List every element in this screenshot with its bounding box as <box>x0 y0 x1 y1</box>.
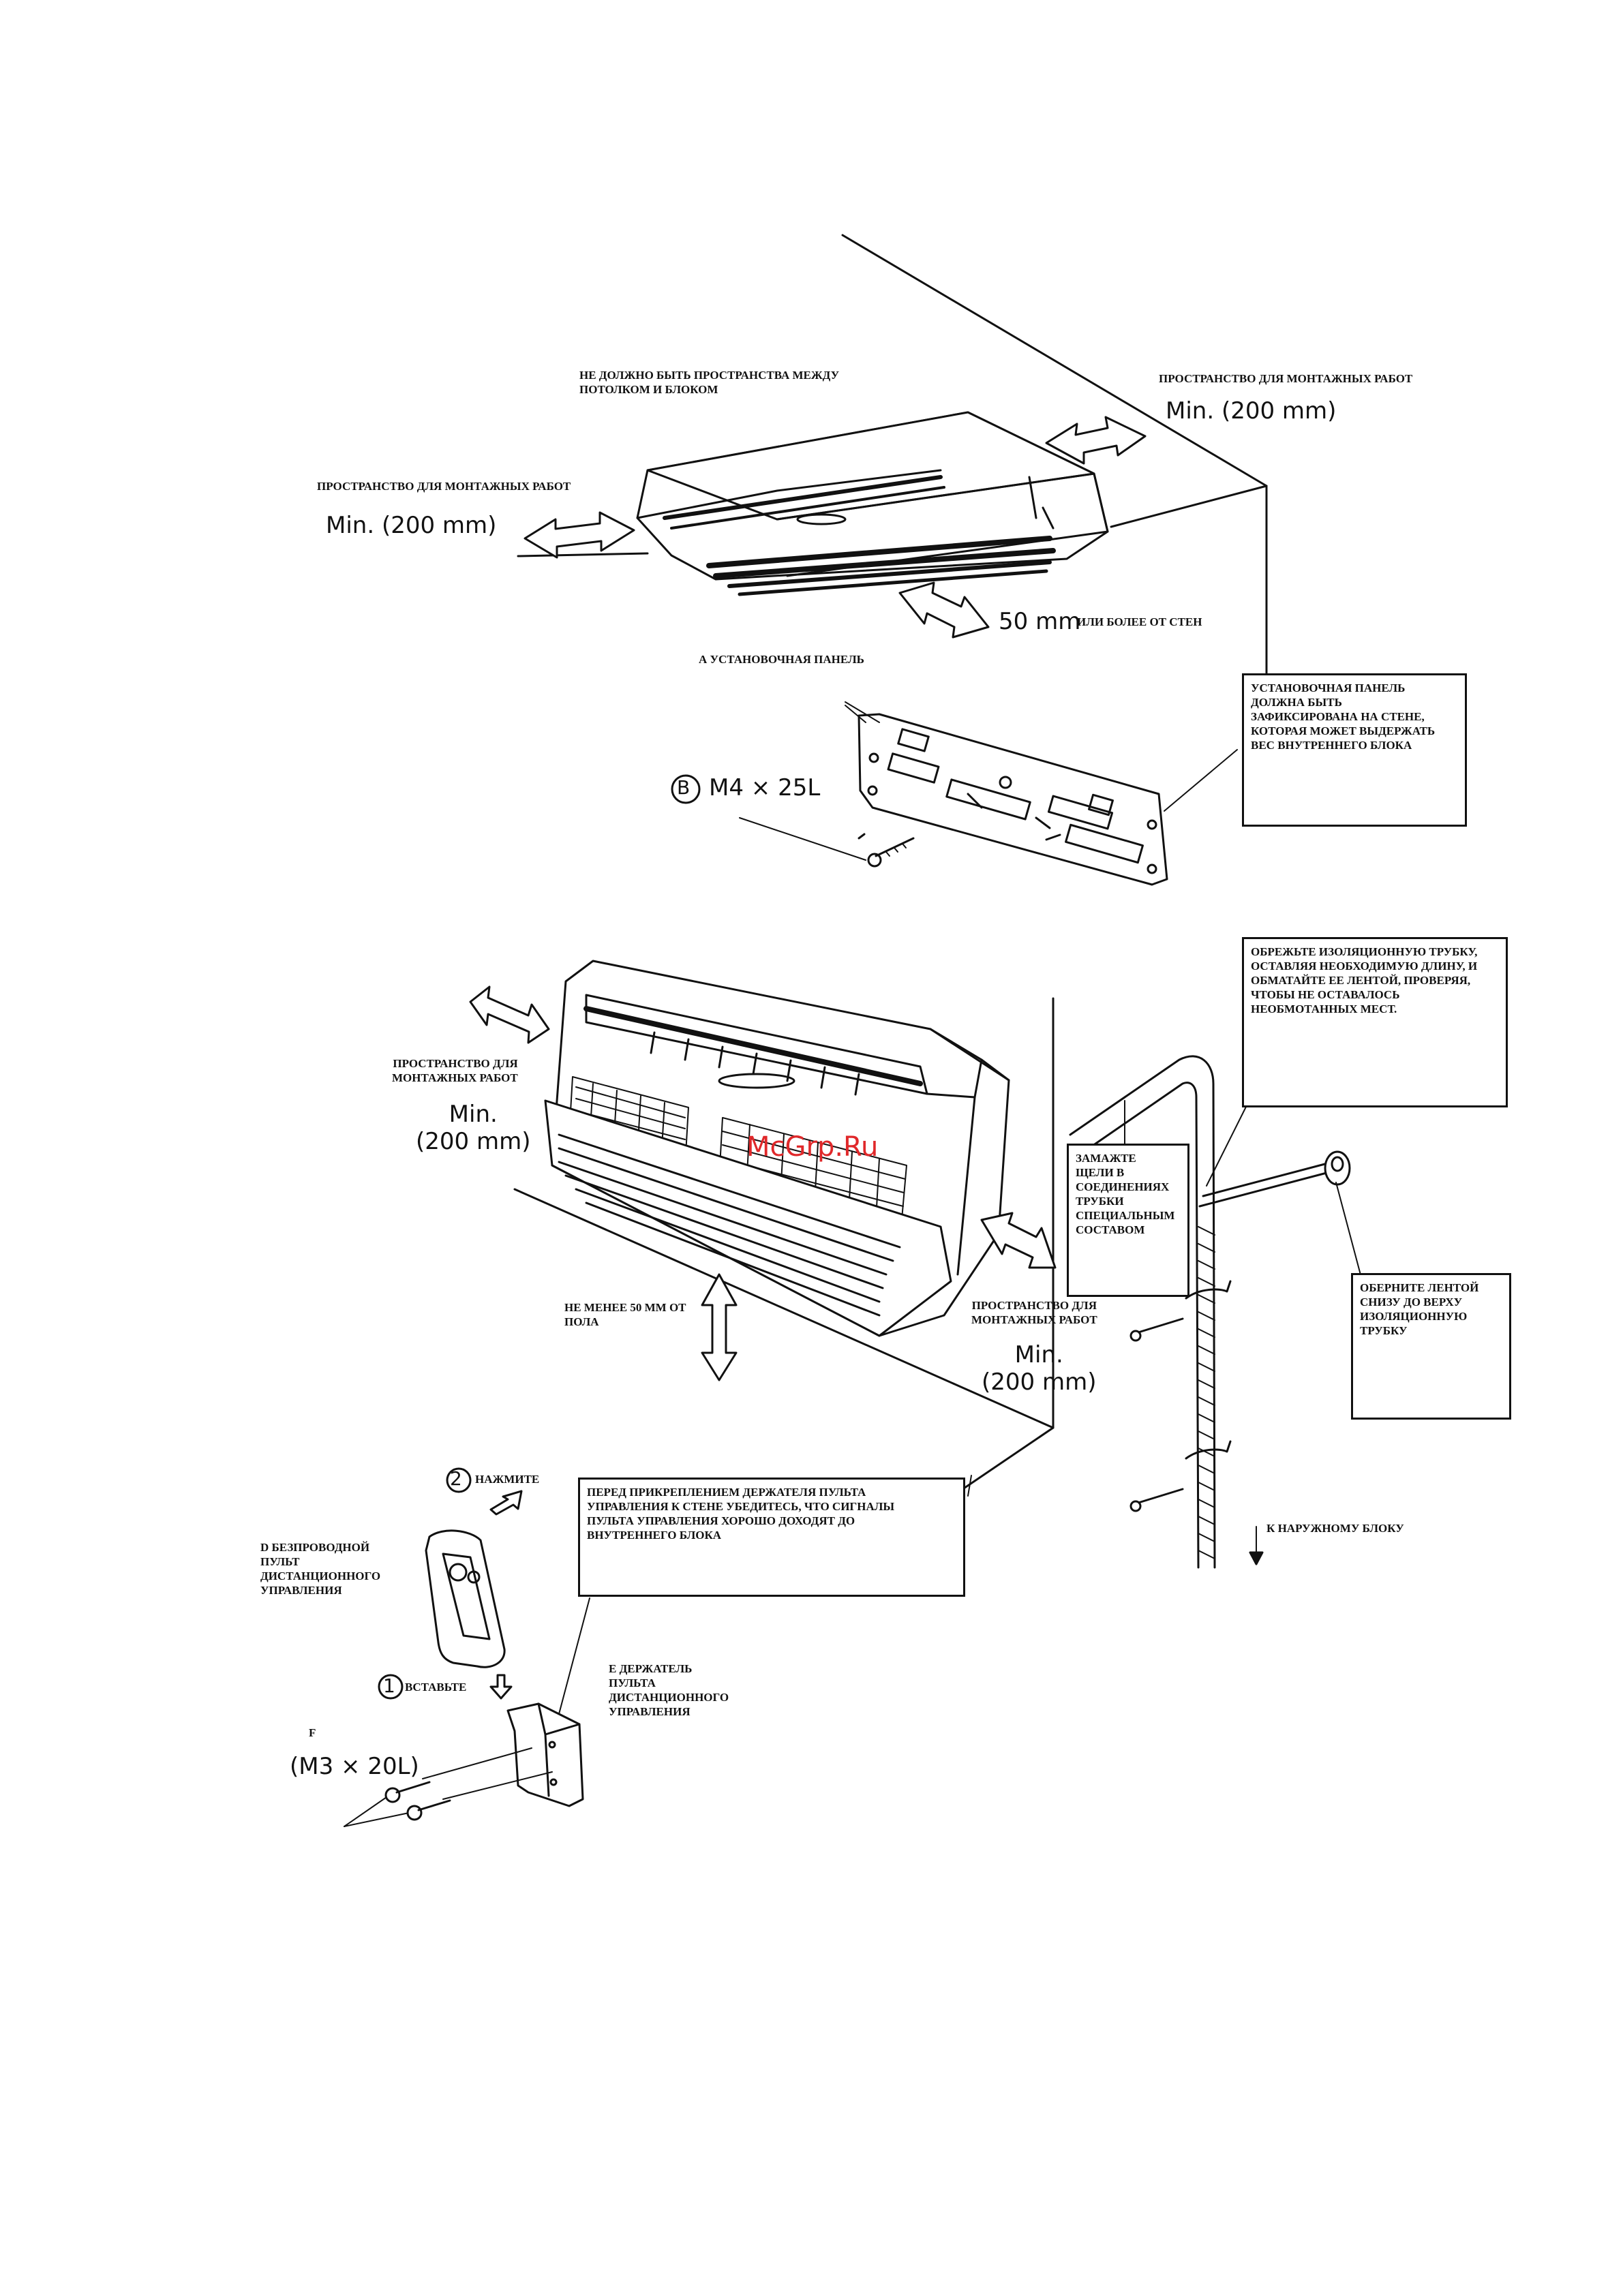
step1-label: ВСТАВЬТЕ <box>405 1681 467 1694</box>
screw-b-letter: B <box>677 776 691 799</box>
min-top-right-label: Min. (200 mm) <box>1166 397 1337 425</box>
min-mid-right-label: Min. (200 mm) <box>982 1341 1097 1396</box>
leader-cut-box <box>1206 1103 1248 1187</box>
wall-unit <box>544 960 1010 1337</box>
clip-screw-lower <box>1129 1488 1184 1512</box>
space-mid-left-label: ПРОСТРАНСТВО ДЛЯ МОНТАЖНЫХ РАБОТ <box>392 1057 518 1084</box>
remote-holder <box>506 1702 584 1807</box>
pipe-wrap <box>1198 1226 1215 1559</box>
double-arrow-top-right <box>1045 416 1147 465</box>
panel-a-label: А УСТАНОВОЧНАЯ ПАНЕЛЬ <box>699 653 864 666</box>
min-top-left-label: Min. (200 mm) <box>326 512 497 539</box>
double-arrow-mid-left <box>469 985 550 1044</box>
leader-holder-box <box>558 1597 590 1715</box>
note-cut-insulation: ОБРЕЖЬТЕ ИЗОЛЯЦИОННУЮ ТРУБКУ, ОСТАВЛЯЯ Н… <box>1242 937 1508 1107</box>
no-gap-label: НЕ ДОЛЖНО БЫТЬ ПРОСТРАНСТВА МЕЖДУ ПОТОЛК… <box>579 369 840 396</box>
gap-50-suffix-label: ИЛИ БОЛЕЕ ОТ СТЕН <box>1077 615 1202 628</box>
note-wrap-tape: ОБЕРНИТЕ ЛЕНТОЙ СНИЗУ ДО ВЕРХУ ИЗОЛЯЦИОН… <box>1351 1273 1511 1420</box>
step2-number: 2 <box>450 1467 462 1490</box>
ceiling-unit <box>636 411 1109 596</box>
space-mid-right-label: ПРОСТРАНСТВО ДЛЯ МОНТАЖНЫХ РАБОТ <box>971 1299 1097 1326</box>
wall-lines-middle <box>513 997 1055 1494</box>
floor-gap-label: НЕ МЕНЕЕ 50 ММ ОТ ПОЛА <box>564 1301 686 1328</box>
screw-b-circle-icon <box>671 774 701 804</box>
step2-label: НАЖМИТЕ <box>475 1473 540 1486</box>
step2-circle-icon <box>446 1467 472 1493</box>
down-arrow-icon <box>1249 1526 1264 1565</box>
remote-d-label: D БЕЗПРОВОДНОЙ ПУЛЬТ ДИСТАНЦИОННОГО УПРА… <box>260 1541 381 1597</box>
arrow-insert-icon <box>489 1674 513 1700</box>
double-arrow-floor <box>701 1273 738 1381</box>
watermark: McGrp.Ru <box>746 1131 879 1163</box>
step1-number: 1 <box>383 1674 395 1697</box>
gap-50-label: 50 mm <box>999 608 1081 635</box>
clip-screw-upper <box>1129 1317 1184 1342</box>
step1-circle-icon <box>378 1674 404 1700</box>
piping <box>1069 1055 1351 1569</box>
note-holder-check: ПЕРЕД ПРИКРЕПЛЕНИЕМ ДЕРЖАТЕЛЯ ПУЛЬТА УПР… <box>578 1478 965 1597</box>
double-arrow-wall-gap <box>898 581 990 639</box>
space-top-right-label: ПРОСТРАНСТВО ДЛЯ МОНТАЖНЫХ РАБОТ <box>1159 372 1413 385</box>
min-mid-left-label: Min. (200 mm) <box>416 1101 531 1155</box>
screws-f-icon <box>344 1747 553 1827</box>
screw-f-size-label: (M3 × 20L) <box>290 1753 419 1780</box>
double-arrow-top-left <box>524 511 635 559</box>
double-arrow-mid-right <box>980 1212 1057 1269</box>
unit-flap <box>544 1099 952 1337</box>
leader-panel-a <box>845 701 880 723</box>
leader-panel-box <box>1164 749 1238 812</box>
screw-b-label: M4 × 25L <box>709 774 821 801</box>
remote-control <box>425 1529 506 1668</box>
to-outdoor-label: К НАРУЖНОМУ БЛОКУ <box>1266 1522 1404 1535</box>
note-panel-fix: УСТАНОВОЧНАЯ ПАНЕЛЬ ДОЛЖНА БЫТЬ ЗАФИКСИР… <box>1242 673 1467 827</box>
leader-wrap-box <box>1335 1182 1363 1281</box>
arrow-press-icon <box>489 1490 523 1516</box>
screw-b-icon <box>739 817 1061 868</box>
mounting-panel <box>845 705 1168 886</box>
space-top-left-label: ПРОСТРАНСТВО ДЛЯ МОНТАЖНЫХ РАБОТ <box>317 480 571 493</box>
holder-e-label: Е ДЕРЖАТЕЛЬ ПУЛЬТА ДИСТАНЦИОННОГО УПРАВЛ… <box>609 1662 729 1718</box>
note-seal-gaps: ЗАМАЖТЕ ЩЕЛИ В СОЕДИНЕНИЯХ ТРУБКИ СПЕЦИА… <box>1067 1144 1189 1297</box>
screw-f-label: F <box>309 1726 316 1739</box>
